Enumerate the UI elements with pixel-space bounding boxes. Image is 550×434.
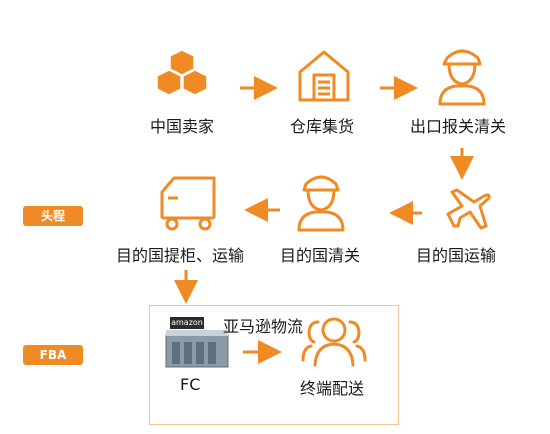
fulfillment-center-icon [165, 317, 229, 368]
transport-label: 目的国运输 [416, 246, 497, 265]
clearance-label: 目的国清关 [280, 246, 361, 265]
pickup-label: 目的国提柜、运输 [116, 246, 245, 265]
people-icon [301, 317, 367, 367]
airplane-icon [446, 188, 491, 230]
customs-officer-icon-export [438, 49, 486, 106]
fba-badge: FBA [23, 345, 83, 365]
warehouse-label: 仓库集货 [290, 117, 355, 136]
head-leg-badge: 头程 [23, 206, 83, 226]
warehouse-icon [298, 50, 350, 102]
truck-icon [160, 176, 216, 231]
seller-label: 中国卖家 [150, 117, 215, 136]
export-label: 出口报关清关 [410, 117, 507, 136]
fc-sign: amazon [171, 318, 203, 327]
delivery-label: 终端配送 [300, 379, 365, 398]
customs-officer-icon-clearance [297, 175, 345, 232]
fba-title: 亚马逊物流 [223, 317, 304, 336]
fc-label: FC [180, 375, 201, 394]
boxes-icon [156, 49, 208, 96]
